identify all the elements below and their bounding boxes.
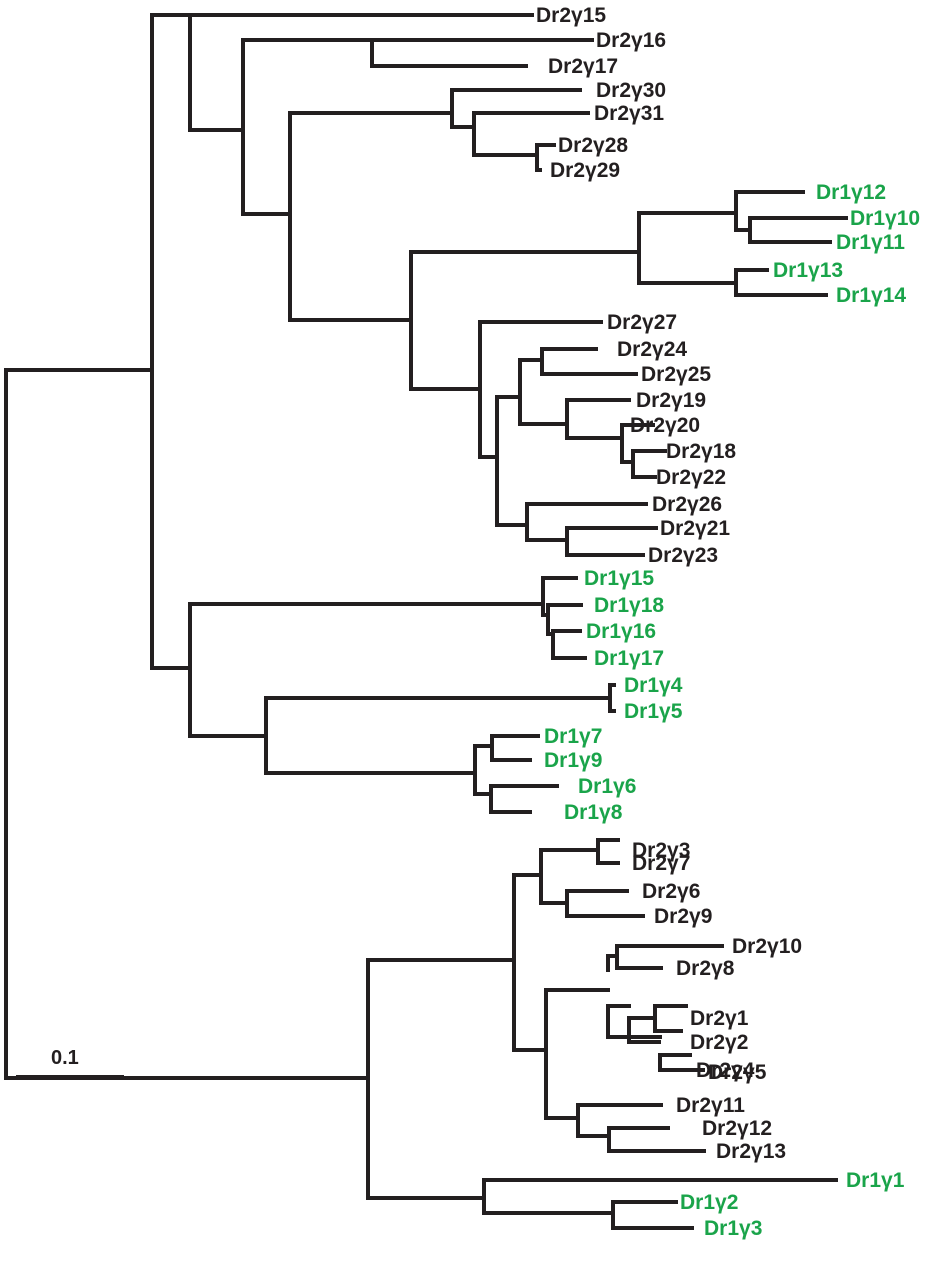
leaf-label-g14: Dr1γ14 — [836, 284, 906, 307]
leaf-label-d19: Dr2γ19 — [636, 389, 706, 412]
leaf-label-d26: Dr2γ26 — [652, 493, 722, 516]
leaf-label-g9: Dr1γ9 — [544, 749, 602, 772]
leaf-label-g5: Dr1γ5 — [624, 700, 683, 723]
leaf-label-d3: Dr2γ3 — [632, 839, 690, 862]
scale-bar: 0.1 — [16, 1047, 124, 1079]
leaf-label-g13: Dr1γ13 — [773, 259, 843, 282]
leaf-label-d9: Dr2γ9 — [654, 905, 712, 928]
leaf-label-g1: Dr1γ1 — [846, 1169, 905, 1192]
leaf-label-d23: Dr2γ23 — [648, 544, 718, 567]
leaf-label-d10: Dr2γ10 — [732, 935, 802, 958]
leaf-label-d30: Dr2γ30 — [596, 79, 666, 102]
tree-branches — [4, 13, 848, 1230]
leaf-label-d29: Dr2γ29 — [550, 159, 620, 182]
leaf-label-d22: Dr2γ22 — [656, 466, 726, 489]
leaf-label-d1: Dr2γ1 — [690, 1007, 749, 1030]
leaf-label-d8: Dr2γ8 — [676, 957, 735, 980]
leaf-label-g8: Dr1γ8 — [564, 801, 623, 824]
leaf-label-d24: Dr2γ24 — [617, 338, 687, 361]
scale-bar-label: 0.1 — [51, 1047, 79, 1069]
leaf-label-d18: Dr2γ18 — [666, 440, 736, 463]
leaf-label-g4: Dr1γ4 — [624, 674, 683, 697]
leaf-label-d12: Dr2γ12 — [702, 1117, 772, 1140]
leaf-label-d13: Dr2γ13 — [716, 1140, 786, 1163]
leaf-label-d6: Dr2γ6 — [642, 880, 700, 903]
leaf-label-g2: Dr1γ2 — [680, 1191, 738, 1214]
leaf-label-d25: Dr2γ25 — [641, 363, 711, 386]
leaf-label-g12: Dr1γ12 — [816, 181, 886, 204]
leaf-label-d16: Dr2γ16 — [596, 29, 666, 52]
leaf-label-d31: Dr2γ31 — [594, 102, 664, 125]
leaf-label-d7: Dr2γ7 — [632, 852, 690, 875]
leaf-label-d27: Dr2γ27 — [607, 311, 677, 334]
leaf-label-d4: Dr2γ4 — [696, 1059, 755, 1082]
leaf-label-d5: Dr2γ5 — [708, 1061, 767, 1084]
leaf-label-g6: Dr1γ6 — [578, 775, 636, 798]
leaf-label-g10: Dr1γ10 — [850, 207, 920, 230]
leaf-label-d20: Dr2γ20 — [630, 414, 700, 437]
leaf-label-g17: Dr1γ17 — [594, 647, 664, 670]
leaf-label-d11: Dr2γ11 — [676, 1094, 745, 1117]
leaf-label-g16: Dr1γ16 — [586, 620, 656, 643]
tree-leaf-labels: Dr2γ15Dr2γ16Dr2γ17Dr2γ30Dr2γ31Dr2γ28Dr2γ… — [536, 4, 920, 1240]
leaf-label-g15: Dr1γ15 — [584, 567, 654, 590]
leaf-label-d17: Dr2γ17 — [548, 55, 618, 78]
leaf-label-g3: Dr1γ3 — [704, 1217, 762, 1240]
leaf-label-d2: Dr2γ2 — [690, 1031, 748, 1054]
leaf-label-d28: Dr2γ28 — [558, 134, 628, 157]
leaf-label-g7: Dr1γ7 — [544, 725, 602, 748]
leaf-label-d21: Dr2γ21 — [660, 517, 730, 540]
leaf-label-d15: Dr2γ15 — [536, 4, 606, 27]
leaf-label-g11: Dr1γ11 — [836, 231, 905, 254]
leaf-label-g18: Dr1γ18 — [594, 594, 664, 617]
